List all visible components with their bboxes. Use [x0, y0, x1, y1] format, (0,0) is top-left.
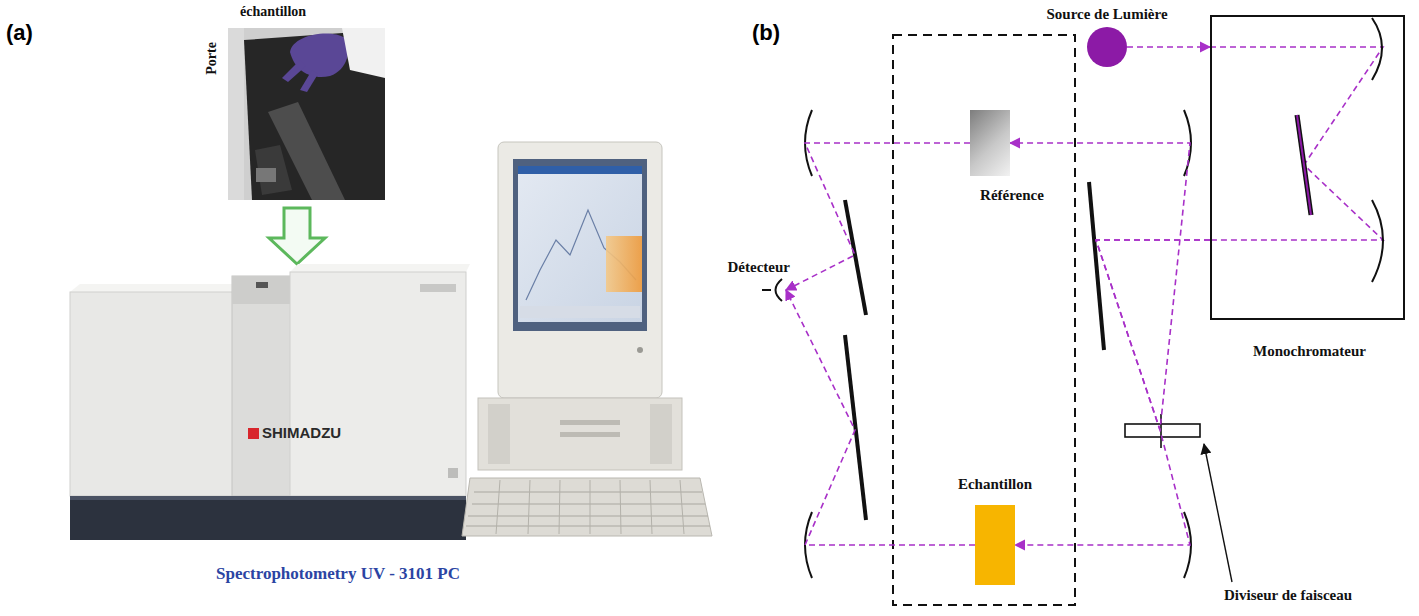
reference-cell: Référence	[970, 110, 1010, 176]
photo-label: Porte	[204, 42, 221, 75]
caption: Spectrophotometry UV - 3101 PC	[216, 564, 460, 584]
monochromator-optics-part	[1372, 200, 1383, 282]
spectrophotometer-part	[248, 428, 259, 439]
light-beam	[1015, 240, 1210, 545]
mirrors-part	[845, 335, 866, 520]
computer-part	[498, 142, 662, 398]
computer-part	[560, 432, 620, 437]
sample-cell: Echantillon	[975, 505, 1015, 585]
node-label: Source de Lumière	[1046, 5, 1167, 23]
panel-letter: (a)	[6, 20, 33, 46]
computer-part	[650, 404, 672, 464]
sample-compartment	[893, 35, 1075, 605]
computer	[462, 142, 712, 536]
computer-part	[478, 398, 682, 470]
light-beam	[1010, 143, 1210, 430]
sample-holder-photo-part	[228, 28, 244, 200]
mirrors-part	[845, 200, 866, 315]
spectrophotometer	[70, 264, 470, 540]
light-beam	[786, 143, 970, 290]
node-label: Echantillon	[958, 475, 1032, 493]
down-arrow	[269, 208, 325, 264]
mirrors-part	[1089, 182, 1104, 350]
spectrophotometer-part	[448, 468, 458, 478]
detector-symbol: Détecteur	[762, 278, 786, 302]
spectrophotometer-part	[70, 496, 466, 500]
brand-logo: SHIMADZU	[262, 424, 341, 442]
node-label: Référence	[980, 186, 1044, 204]
node-label: Monochromateur	[1253, 342, 1366, 360]
source-disc	[1087, 27, 1127, 67]
spectrophotometer-part	[290, 272, 466, 496]
sample-holder-photo-part	[282, 60, 306, 82]
beam-splitter-part	[1204, 444, 1232, 582]
computer-part	[520, 306, 640, 318]
sample-holder-photo-part	[300, 70, 318, 92]
computer-part	[518, 166, 642, 322]
computer-part	[560, 420, 620, 425]
computer-part	[466, 492, 710, 526]
computer-part	[462, 478, 712, 536]
photo-label: échantillon	[240, 4, 306, 21]
spectrophotometer-part	[290, 264, 470, 272]
panel-letter: (b)	[752, 20, 780, 46]
light-source: Source de Lumière	[1087, 27, 1127, 67]
part-label: Diviseur de faisceau	[1224, 586, 1352, 604]
sample-holder-photo-part	[342, 28, 385, 78]
down-arrow-part	[269, 208, 325, 264]
detector-shape	[762, 278, 786, 302]
sample-holder-photo-part	[256, 168, 276, 182]
monochromator-optics-part	[1372, 18, 1382, 80]
source-shape	[1087, 27, 1127, 67]
computer-part	[518, 166, 642, 174]
spectrophotometer-part	[420, 284, 456, 292]
computer-part	[637, 347, 643, 353]
monochromator-optics-part	[1210, 47, 1383, 240]
computer-part	[513, 159, 647, 331]
computer-part	[488, 404, 510, 464]
monochromator-optics	[1210, 18, 1383, 282]
monochromator-optics-part	[1297, 115, 1311, 215]
sample-compartment-part	[893, 35, 1075, 605]
spectrophotometer-part	[232, 276, 292, 304]
spectrophotometer-part	[232, 276, 292, 496]
monochromator-box: Monochromateur	[1210, 15, 1405, 320]
sample-holder-photo	[228, 28, 385, 200]
spectrophotometer-part	[70, 284, 240, 292]
spectrophotometer-part	[70, 292, 234, 496]
sample-holder-photo-part	[228, 28, 385, 200]
computer-part	[606, 236, 642, 292]
light-beam	[786, 290, 975, 545]
spectrophotometer-part	[70, 496, 466, 540]
monochromator-optics-part	[1297, 115, 1311, 215]
spectrophotometer-part	[256, 282, 268, 288]
node-label: Détecteur	[728, 258, 790, 276]
beam-splitter-part	[1125, 424, 1200, 437]
detector-outline	[762, 279, 782, 301]
computer-part	[496, 480, 684, 534]
sample-holder-photo-part	[255, 145, 292, 195]
light-beam	[1127, 46, 1210, 48]
